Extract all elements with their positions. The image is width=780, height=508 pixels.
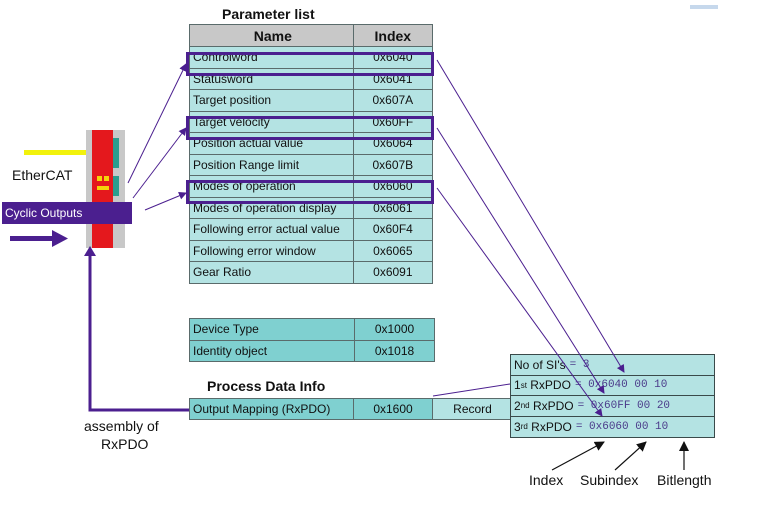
parameter-index: 0x607B xyxy=(372,157,414,172)
parameter-index: 0x6061 xyxy=(373,200,413,215)
status-led-icon xyxy=(97,186,109,190)
assembly-path xyxy=(88,254,189,412)
entry-label: RxPDO xyxy=(530,378,571,393)
link-arrow xyxy=(144,191,187,211)
bitlength-label: Bitlength xyxy=(657,472,712,488)
parameter-index: 0x6091 xyxy=(373,265,413,280)
parameter-name: Target position xyxy=(190,90,354,111)
ethercat-cable xyxy=(24,150,88,155)
output-mapping-row: Output Mapping (RxPDO) 0x1600 Record xyxy=(189,398,513,420)
decorative-mark xyxy=(690,5,718,9)
entry-ordinal: 3 xyxy=(514,419,521,434)
table-row: Position Range limit 0x607B xyxy=(189,154,433,176)
assembly-label-line2: RxPDO xyxy=(101,436,149,452)
status-led-icon xyxy=(104,176,109,181)
entry-ordinal: 2 xyxy=(514,398,521,413)
ethercat-label: EtherCAT xyxy=(12,167,73,183)
assembly-arrow-icon xyxy=(84,246,96,256)
table-row: Target position 0x607A xyxy=(189,90,433,112)
parameter-index: 0x60F4 xyxy=(372,222,413,237)
link-arrow xyxy=(436,127,605,394)
name-column-header: Name xyxy=(190,25,354,46)
table-row: Device Type 0x1000 xyxy=(190,319,434,341)
entry-label: RxPDO xyxy=(531,419,572,434)
parameter-name: Position Range limit xyxy=(190,154,354,175)
output-mapping-name: Output Mapping (RxPDO) xyxy=(190,399,354,419)
cyclic-input-arrow-icon xyxy=(10,230,68,247)
entry-ordinal: 1 xyxy=(514,378,521,393)
subindex-pointer xyxy=(614,441,647,471)
parameter-list-title: Parameter list xyxy=(222,6,315,22)
assembly-label-line1: assembly of xyxy=(84,418,159,434)
communication-objects-table: Device Type 0x1000 Identity object 0x101… xyxy=(189,318,435,362)
entry-suffix: st xyxy=(520,380,527,390)
cyclic-outputs-banner: Cyclic Outputs xyxy=(2,202,132,224)
table-row: Gear Ratio 0x6091 xyxy=(189,262,433,284)
object-name: Device Type xyxy=(190,319,355,340)
index-column-header: Index xyxy=(374,27,412,44)
link-arrow xyxy=(436,187,603,417)
index-pointer xyxy=(551,441,605,471)
entry-suffix: rd xyxy=(520,422,528,432)
parameter-name: Following error window xyxy=(190,240,354,261)
output-mapping-index: 0x1600 xyxy=(354,399,433,419)
object-index: 0x1000 xyxy=(374,322,415,337)
link-arrow xyxy=(132,127,187,199)
index-label: Index xyxy=(529,472,564,488)
parameter-index: 0x607A xyxy=(372,93,414,108)
device-connector xyxy=(113,138,119,168)
link-line xyxy=(432,383,511,397)
object-index: 0x1018 xyxy=(374,343,415,358)
count-label: No of SI's xyxy=(514,357,566,372)
parameter-index: 0x6065 xyxy=(373,243,413,258)
output-mapping-type: Record xyxy=(433,399,512,419)
entry-suffix: nd xyxy=(520,401,530,411)
status-led-icon xyxy=(97,176,102,181)
parameter-name: Modes of operation display xyxy=(190,197,354,218)
device-connector xyxy=(113,176,119,196)
table-row: Following error window 0x6065 xyxy=(189,240,433,262)
link-arrow xyxy=(127,63,187,184)
parameter-name: Following error actual value xyxy=(190,219,354,240)
entry-value: = 0x6060 00 10 xyxy=(575,420,669,433)
link-arrow xyxy=(436,59,625,373)
process-data-info-title: Process Data Info xyxy=(207,378,326,394)
table-row: Following error actual value 0x60F4 xyxy=(189,219,433,241)
subindex-label: Subindex xyxy=(580,472,639,488)
entry-label: RxPDO xyxy=(532,398,574,413)
parameter-list-header: Name Index xyxy=(189,24,433,47)
table-row: Identity object 0x1018 xyxy=(190,340,434,361)
object-name: Identity object xyxy=(190,340,355,361)
parameter-name: Gear Ratio xyxy=(190,262,354,283)
